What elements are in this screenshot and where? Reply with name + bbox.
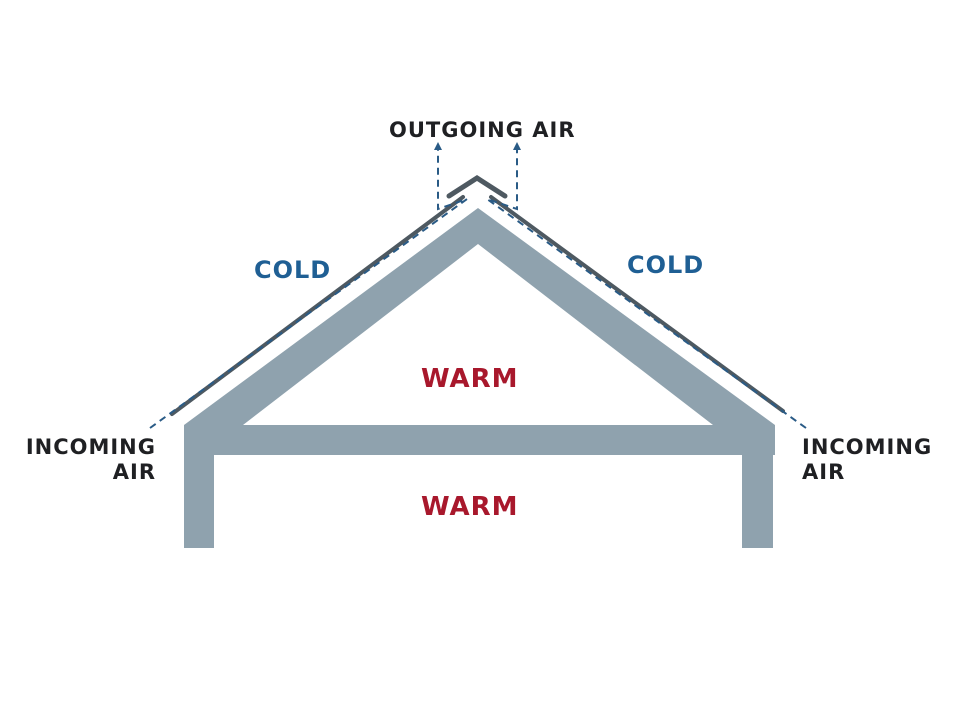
airflow-right-path <box>486 142 807 429</box>
cold-left-label: COLD <box>254 256 332 284</box>
warm-room-label: WARM <box>421 492 519 522</box>
airflow-left-path <box>149 142 468 429</box>
ceiling-beam <box>184 425 775 455</box>
roof-truss <box>184 208 775 425</box>
warm-attic-label: WARM <box>421 364 519 394</box>
roof-covering-right <box>489 195 785 413</box>
left-wall <box>184 455 214 548</box>
incoming-air-right-line1: INCOMING <box>802 435 933 459</box>
incoming-air-left-label: INCOMING AIR <box>24 437 156 483</box>
incoming-air-left-line2: AIR <box>112 460 156 484</box>
ridge-cap <box>446 175 508 199</box>
incoming-air-right-line2: AIR <box>802 460 846 484</box>
incoming-air-left-line1: INCOMING <box>25 435 156 459</box>
cold-right-label: COLD <box>627 251 705 279</box>
roof-covering-left <box>170 195 465 416</box>
incoming-air-right-label: INCOMING AIR <box>802 437 932 483</box>
right-wall <box>742 455 773 548</box>
outgoing-air-label: OUTGOING AIR <box>389 118 576 142</box>
